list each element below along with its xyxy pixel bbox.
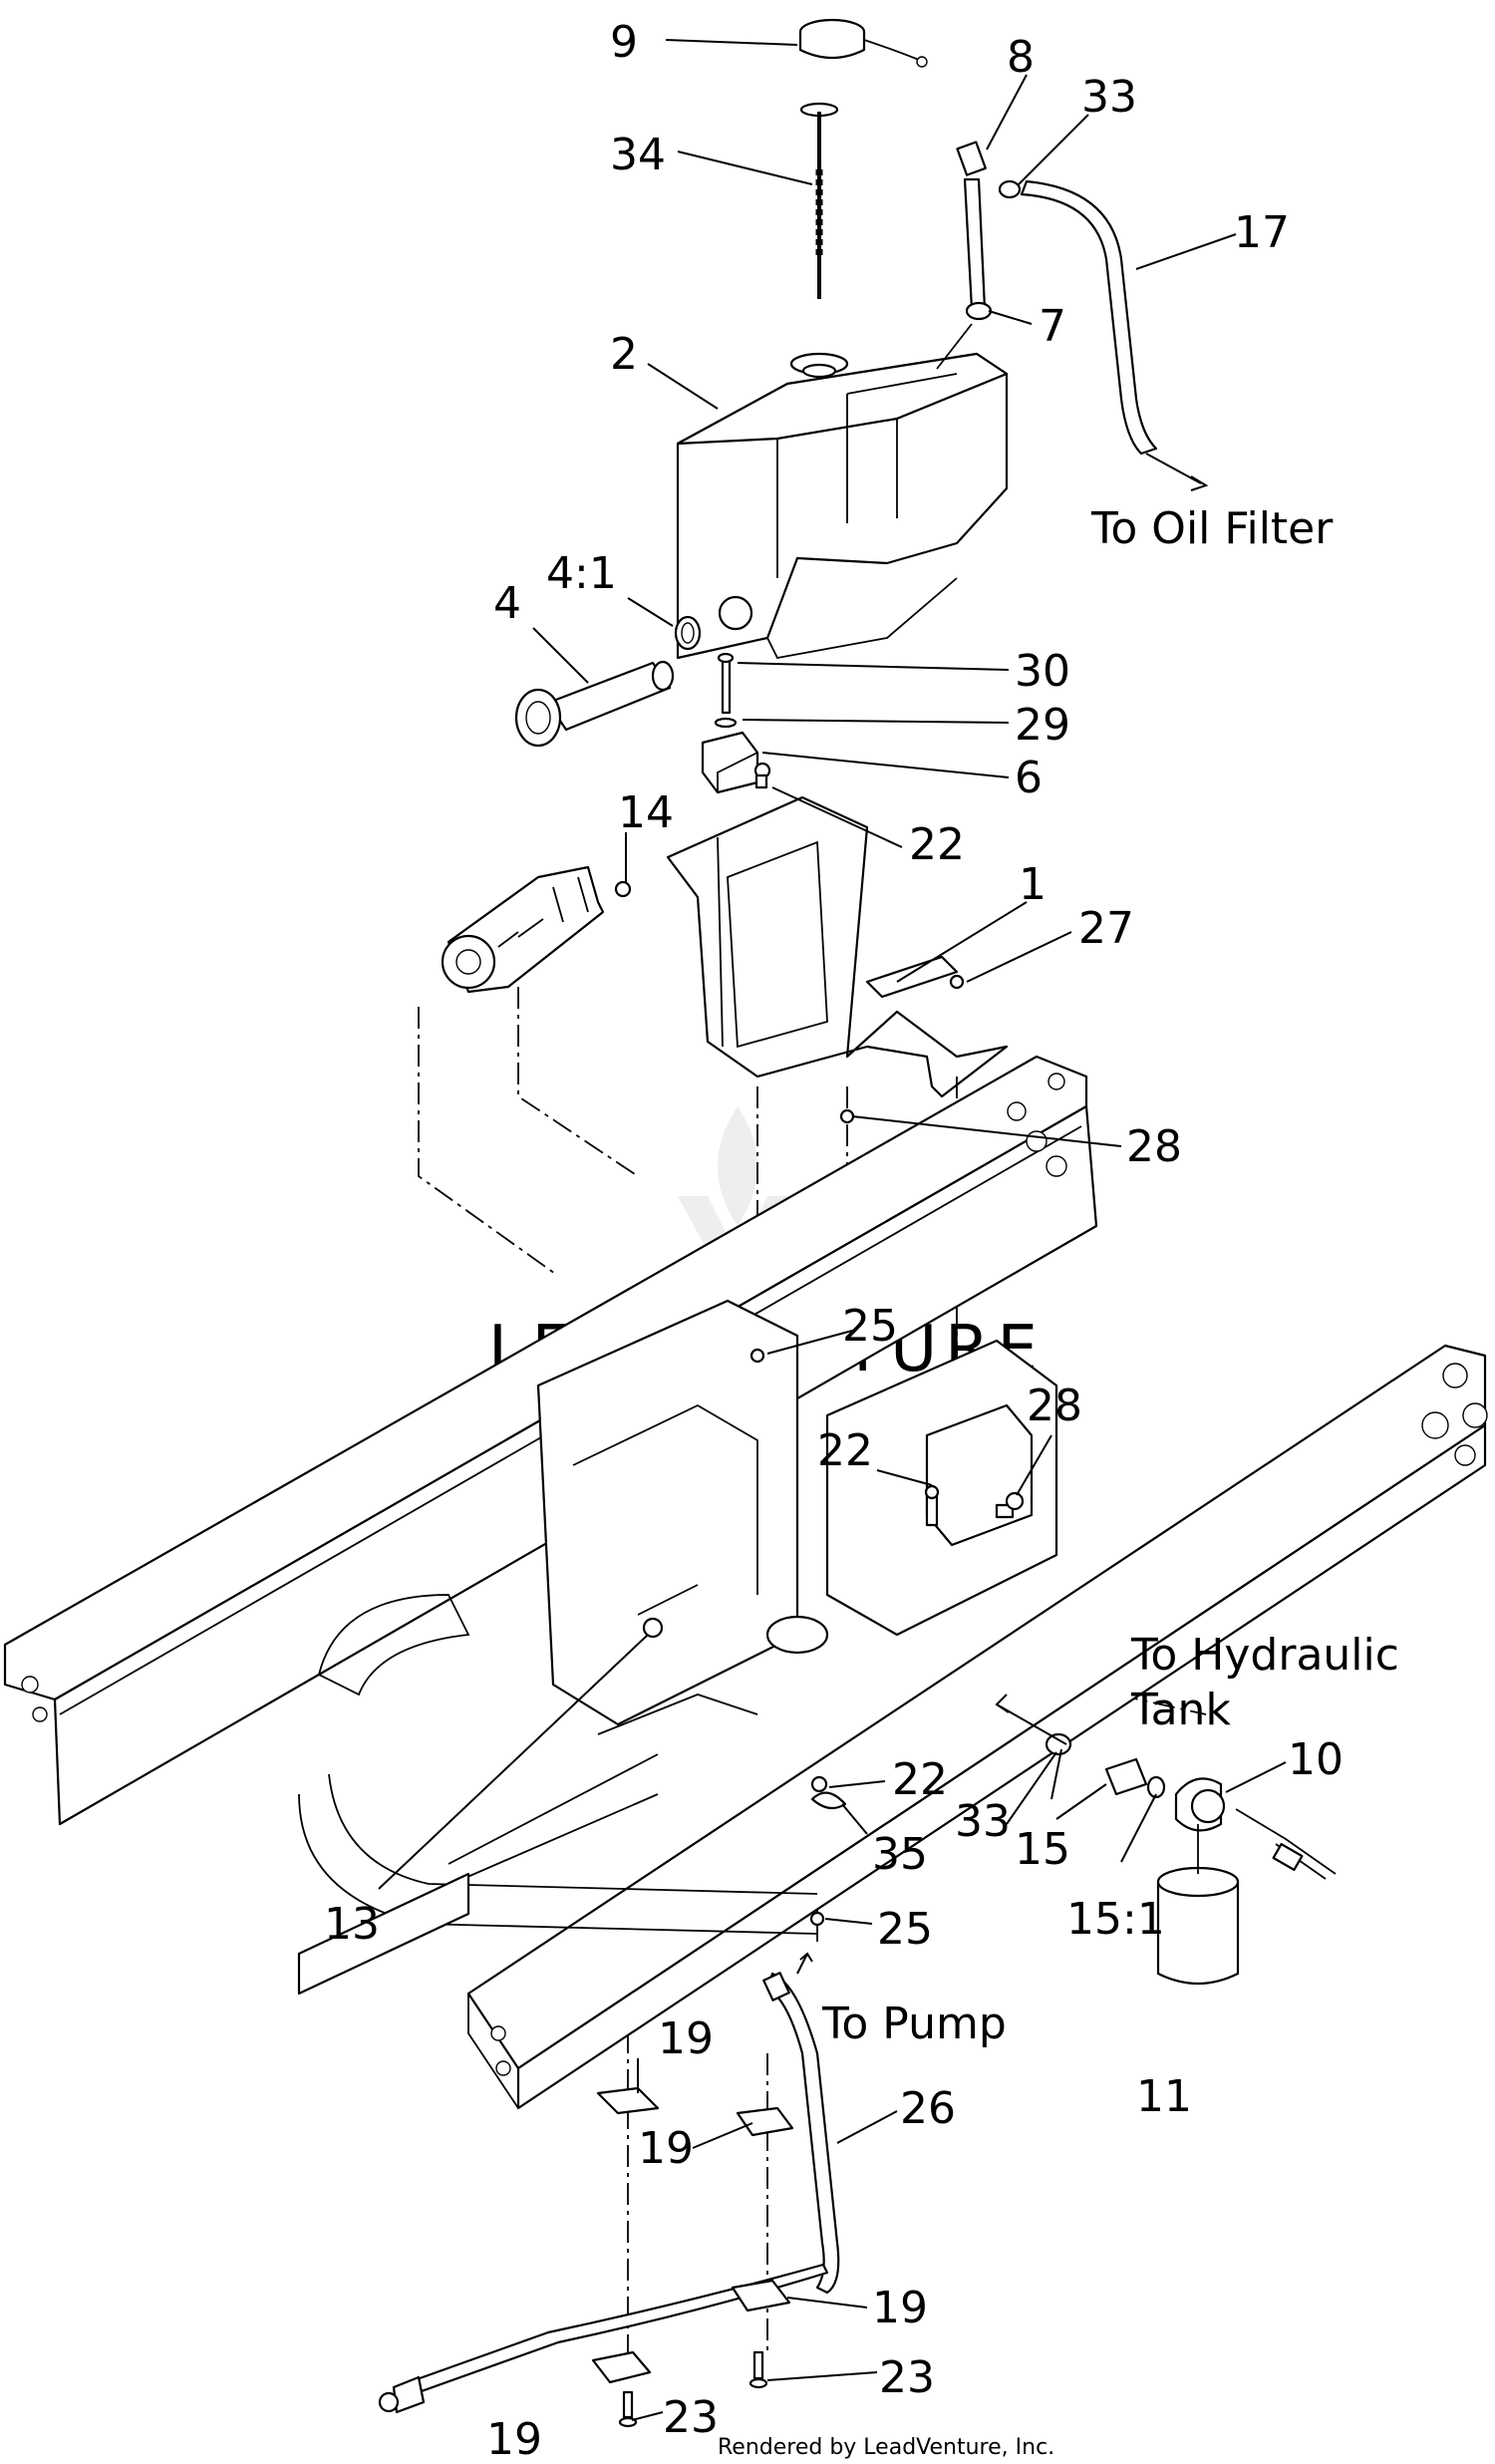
callout-15-1: 15:1 [1066, 1894, 1165, 1945]
filler-cap [798, 18, 928, 68]
callout-23-right: 23 [879, 2352, 935, 2403]
tank-support-plate [666, 795, 1009, 1098]
callout-29: 29 [1015, 700, 1070, 751]
bracket-hardware [701, 652, 771, 794]
filter-head [1045, 1732, 1337, 1880]
callout-7: 7 [1039, 301, 1066, 352]
callout-27: 27 [1078, 903, 1134, 954]
suction-strainer [514, 660, 675, 748]
callout-23-left: 23 [663, 2392, 719, 2443]
callout-25-upper: 25 [842, 1301, 898, 1352]
frame-rail-right [466, 1344, 1488, 2110]
bolts [618, 2350, 768, 2428]
lower-hardware [809, 1775, 847, 1927]
callout-22-frame: 22 [817, 1425, 873, 1476]
callout-22-lower: 22 [892, 1754, 948, 1805]
callout-9: 9 [610, 17, 638, 68]
callout-13: 13 [324, 1899, 380, 1950]
callout-8: 8 [1007, 32, 1035, 83]
label-to-pump: To Pump [821, 1999, 1007, 2049]
callout-19-a: 19 [658, 2013, 714, 2064]
leader-lines [378, 39, 1287, 2421]
elbow-fitting [956, 141, 1022, 321]
callout-17: 17 [1234, 207, 1290, 258]
hydraulic-pump [441, 865, 632, 994]
suction-hose [762, 1952, 840, 2295]
callout-19-b: 19 [638, 2123, 694, 2174]
callout-11: 11 [1136, 2071, 1192, 2122]
callout-30: 30 [1015, 646, 1070, 697]
render-credit: Rendered by LeadVenture, Inc. [718, 2435, 1054, 2460]
callouts: 9 34 8 33 17 7 2 4:1 4 30 29 6 22 14 1 2… [324, 17, 1344, 2464]
callout-26: 26 [900, 2083, 956, 2134]
hose-to-oil-filter [1020, 179, 1209, 491]
callout-22-upper: 22 [909, 819, 965, 870]
callout-33: 33 [1081, 72, 1137, 123]
callout-19-c: 19 [872, 2283, 928, 2333]
callout-33-lower: 33 [955, 1796, 1011, 1847]
frame-center [297, 1299, 1058, 1996]
callout-19-d: 19 [486, 2414, 542, 2464]
callout-4-1: 4:1 [546, 548, 617, 599]
label-to-hydraulic-line2: Tank [1130, 1685, 1231, 1735]
callout-6: 6 [1015, 753, 1043, 803]
callout-15: 15 [1015, 1824, 1070, 1875]
callout-10: 10 [1288, 1734, 1344, 1785]
callout-4: 4 [493, 578, 521, 629]
hydraulic-tank [676, 323, 1009, 660]
dipstick [799, 102, 839, 299]
labels: To Oil Filter To Hydraulic Tank To Pump … [718, 503, 1399, 2460]
label-to-hydraulic-line1: To Hydraulic [1130, 1630, 1399, 1681]
callout-28-upper: 28 [1126, 1121, 1182, 1172]
callout-14: 14 [618, 787, 674, 838]
hose-clips [591, 2086, 794, 2384]
callout-25-lower: 25 [877, 1904, 933, 1955]
label-to-oil-filter: To Oil Filter [1090, 503, 1334, 554]
callout-2: 2 [610, 329, 638, 380]
callout-1: 1 [1019, 859, 1046, 910]
callout-28-frame: 28 [1027, 1381, 1082, 1431]
o-ring [674, 615, 702, 651]
callout-34: 34 [610, 130, 666, 180]
callout-35: 35 [872, 1829, 928, 1880]
frame-hardware [749, 1108, 940, 1527]
oil-filter [1156, 1824, 1240, 1986]
